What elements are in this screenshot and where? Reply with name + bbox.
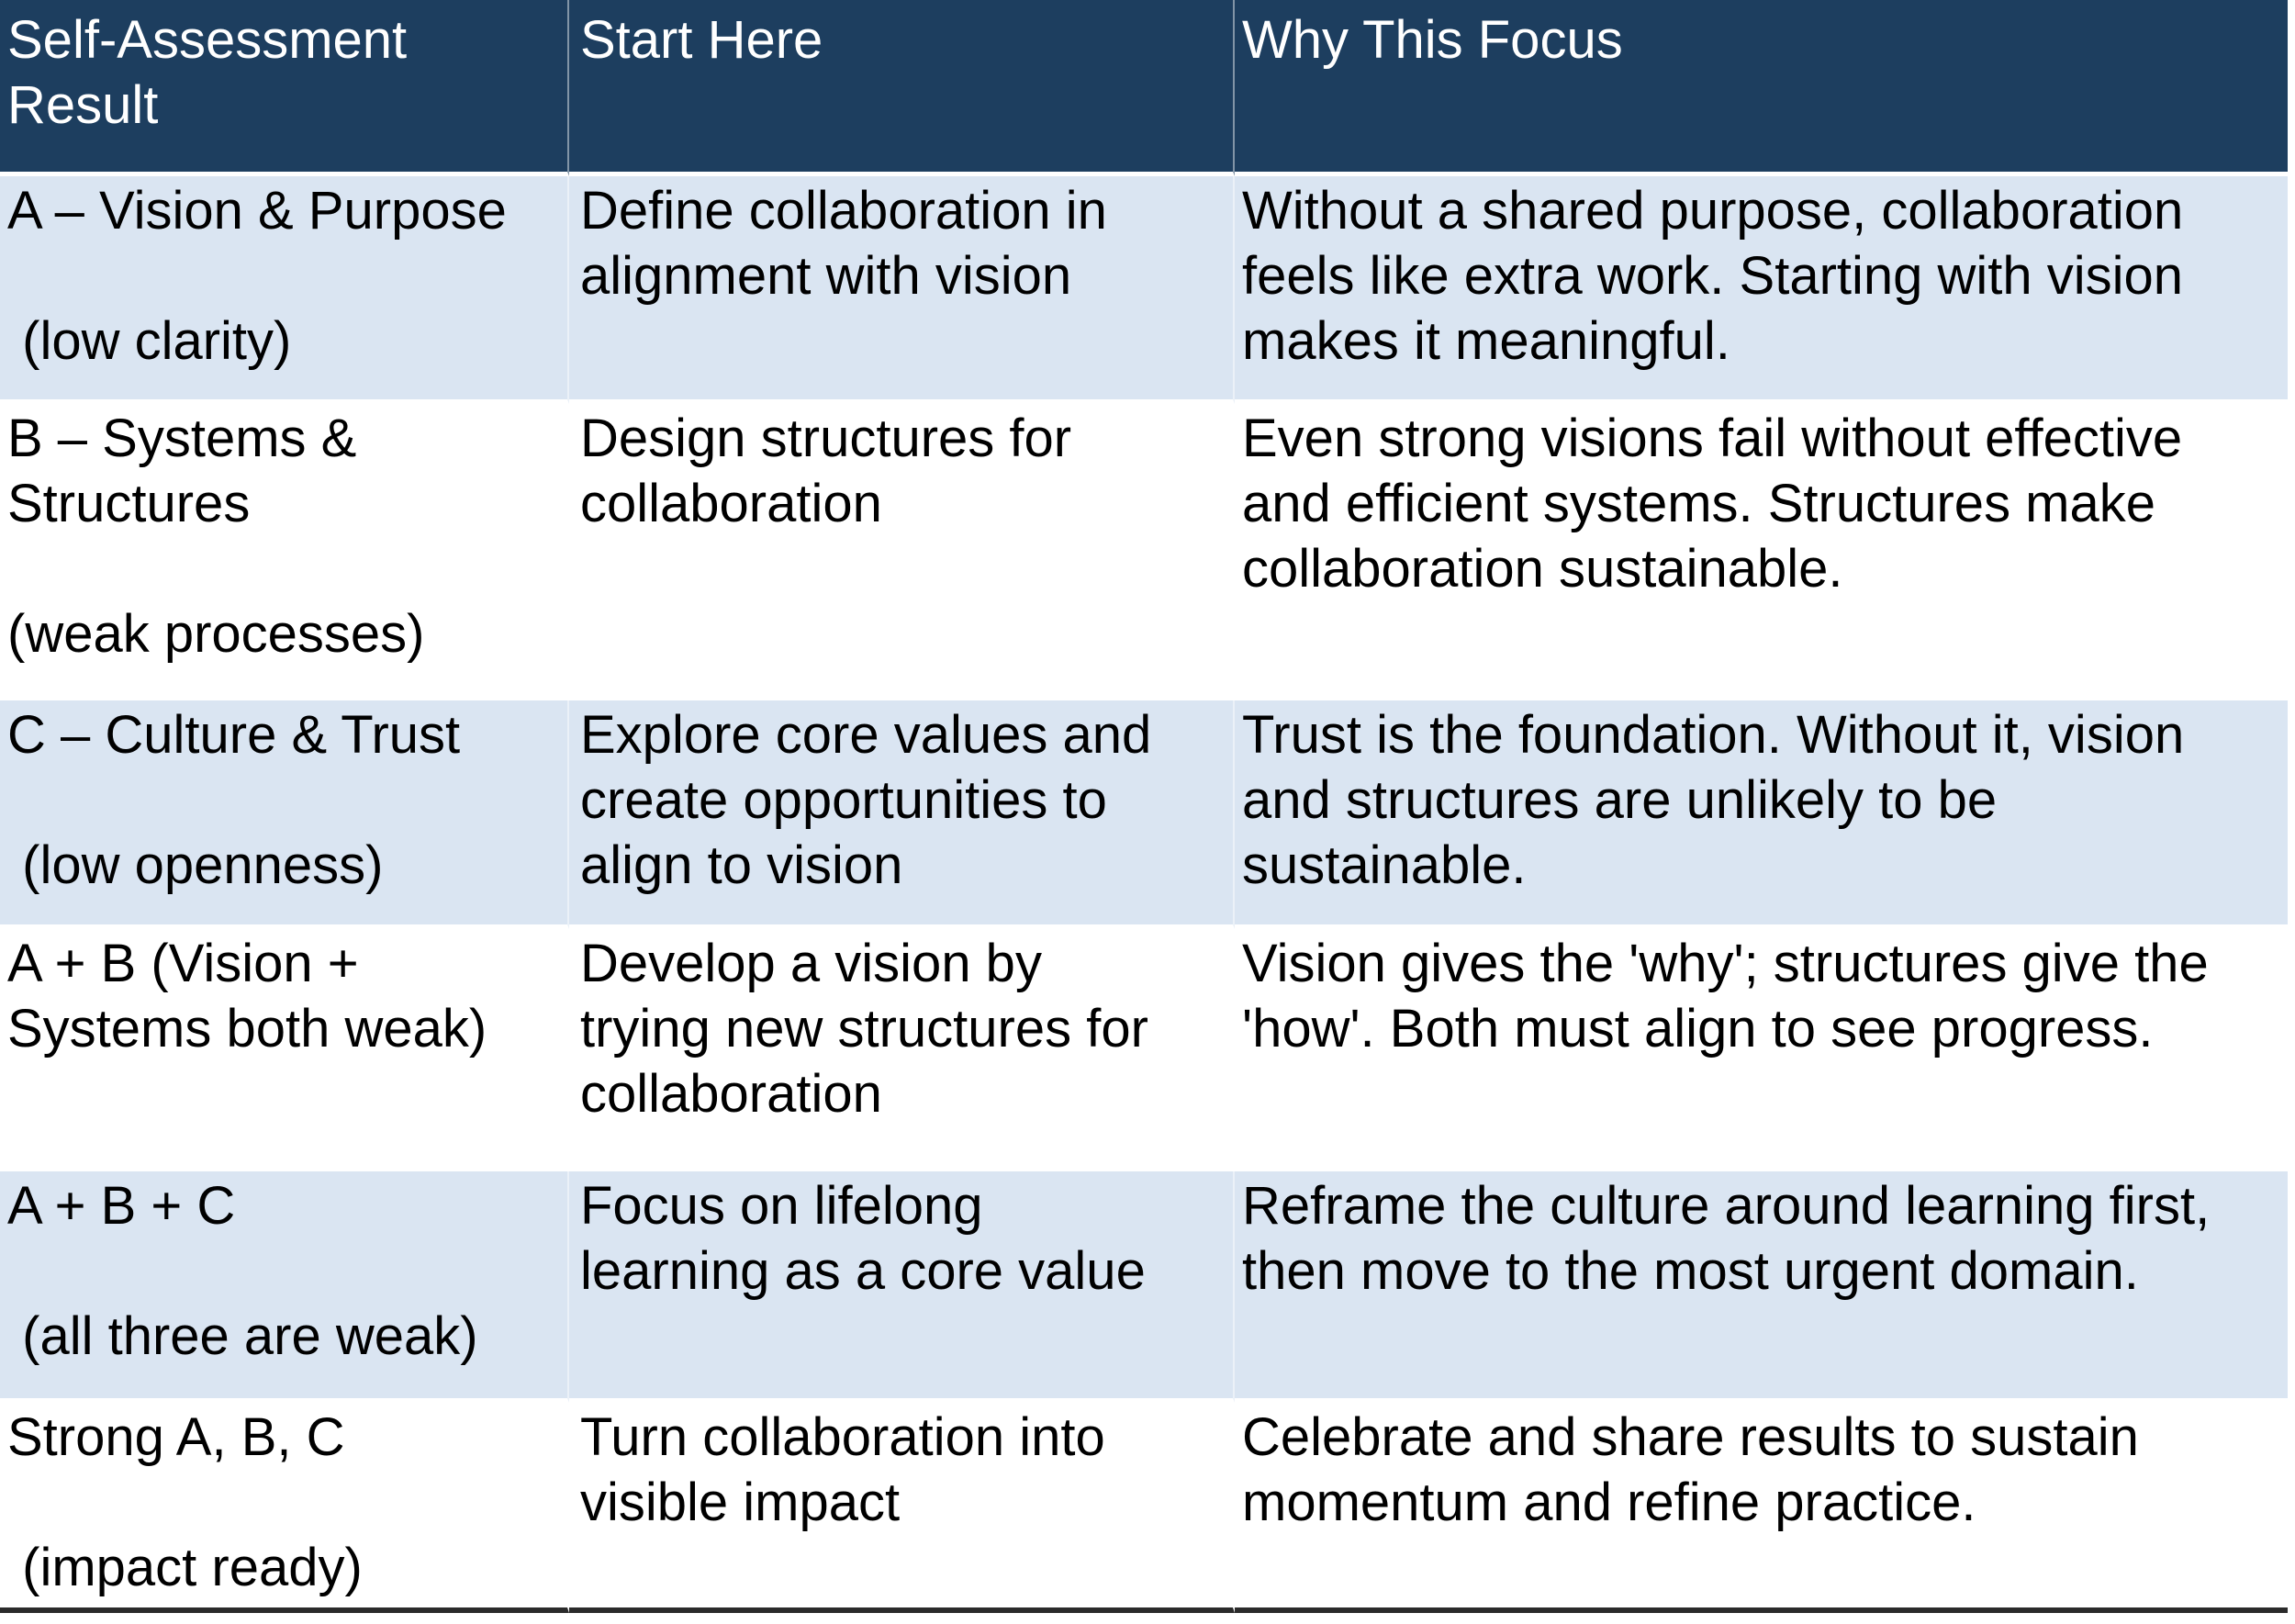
table-row: C – Culture & Trust (low openness) Explo… (0, 700, 2288, 929)
why-cell: Trust is the foundation. Without it, vis… (1235, 700, 2288, 929)
table-row: A – Vision & Purpose (low clarity) Defin… (0, 176, 2288, 404)
header-cell-why-this-focus: Why This Focus (1235, 0, 2288, 176)
why-cell: Celebrate and share results to sustain m… (1235, 1403, 2288, 1613)
why-cell: Reframe the culture around learning firs… (1235, 1171, 2288, 1403)
start-here-cell: Develop a vision by trying new structure… (569, 929, 1235, 1171)
why-cell: Even strong visions fail without effecti… (1235, 404, 2288, 700)
start-here-cell: Define collaboration in alignment with v… (569, 176, 1235, 404)
table-row: B – Systems & Structures (weak processes… (0, 404, 2288, 700)
table-row: Strong A, B, C (impact ready) Turn colla… (0, 1403, 2288, 1613)
result-cell: C – Culture & Trust (low openness) (0, 700, 569, 929)
result-cell: B – Systems & Structures (weak processes… (0, 404, 569, 700)
result-cell: Strong A, B, C (impact ready) (0, 1403, 569, 1613)
table-row: A + B (Vision + Systems both weak) Devel… (0, 929, 2288, 1171)
header-cell-start-here: Start Here (569, 0, 1235, 176)
result-cell: A – Vision & Purpose (low clarity) (0, 176, 569, 404)
start-here-cell: Turn collaboration into visible impact (569, 1403, 1235, 1613)
start-here-cell: Design structures for collaboration (569, 404, 1235, 700)
start-here-cell: Focus on lifelong learning as a core val… (569, 1171, 1235, 1403)
why-cell: Without a shared purpose, collaboration … (1235, 176, 2288, 404)
table-row: A + B + C (all three are weak) Focus on … (0, 1171, 2288, 1403)
header-cell-self-assessment-result: Self-Assessment Result (0, 0, 569, 176)
result-cell: A + B + C (all three are weak) (0, 1171, 569, 1403)
why-cell: Vision gives the 'why'; structures give … (1235, 929, 2288, 1171)
result-cell: A + B (Vision + Systems both weak) (0, 929, 569, 1171)
table-header-row: Self-Assessment Result Start Here Why Th… (0, 0, 2288, 176)
start-here-cell: Explore core values and create opportuni… (569, 700, 1235, 929)
